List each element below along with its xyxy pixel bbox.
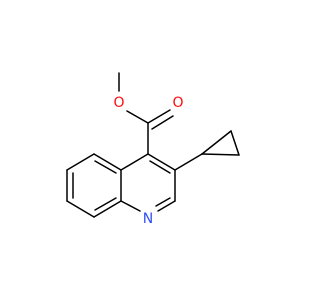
bond-carbonyl-double-b [151,115,174,130]
bond-c4a-c5 [93,153,122,171]
bond-c3-cyclopropyl [174,153,203,171]
bond-c2-n1-inner [155,197,171,207]
bond-c7-c8 [66,200,95,218]
ring-nitrogen-label: N [143,211,153,227]
bond-c4a-c4 [120,153,149,171]
bond-c5-c6 [66,153,95,171]
bond-c4a-c5-inner [94,160,117,174]
bond-c2-n1 [157,200,176,212]
bond-cyclopropyl-a [201,130,232,155]
molecule-drawing: O O N [66,72,240,227]
bond-cyclopropyl-c [201,153,240,156]
bond-n1-c8a [120,200,141,212]
ester-oxygen-label: O [113,95,124,111]
bond-c4-c3 [147,153,176,171]
bond-oxygen-carbonyl-carbon [126,110,149,124]
bond-c4-c3-inner [149,160,171,174]
bond-cyclopropyl-b [230,130,240,156]
bond-carbonyl-double-a [147,109,171,124]
structure-canvas: O O N [66,72,240,227]
carbonyl-oxygen-label: O [172,95,183,111]
bond-c8-c8a-inner [94,197,117,211]
bond-c8-c8a [93,200,122,218]
